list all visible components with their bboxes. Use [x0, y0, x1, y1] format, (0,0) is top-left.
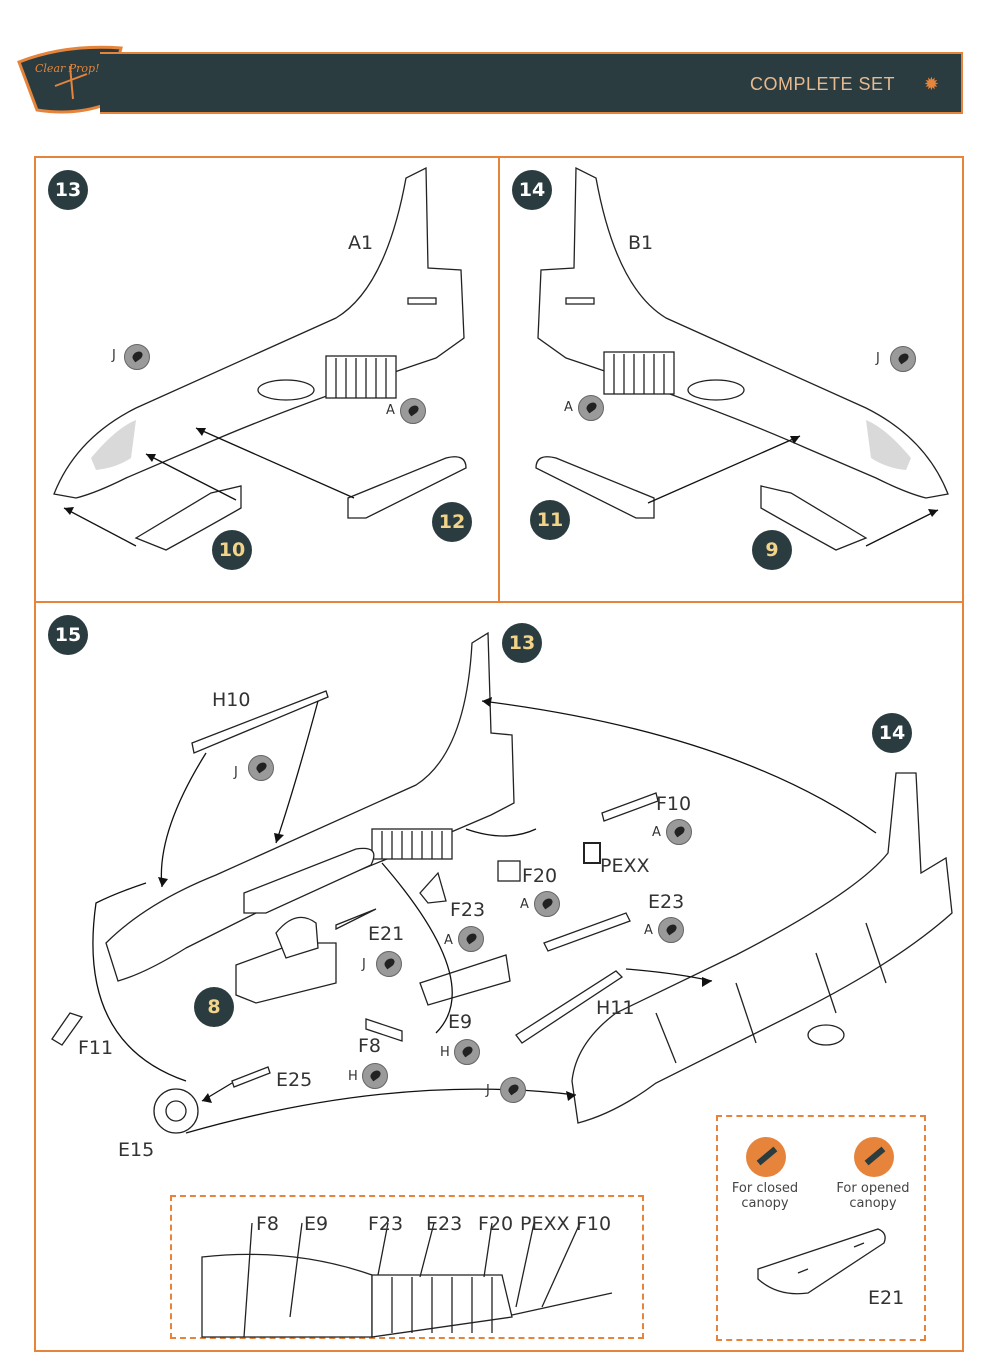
paint-letter: J [112, 348, 116, 363]
step-15-panel: 15 13 14 8 [34, 601, 964, 1352]
paint-letter: J [362, 957, 366, 972]
paint-icon [362, 1063, 388, 1089]
detail-label-f10: F10 [576, 1213, 612, 1235]
subassembly-badge-11: 11 [530, 500, 570, 540]
paint-icon [658, 917, 684, 943]
part-label-f11: F11 [78, 1037, 114, 1059]
part-label-f23: F23 [450, 899, 486, 921]
option-opened-canopy: For opened canopy [836, 1181, 910, 1211]
detail-label-e23: E23 [426, 1213, 463, 1235]
paint-letter: A [386, 403, 395, 418]
part-label-b1: B1 [628, 232, 654, 254]
paint-letter: J [876, 351, 880, 366]
part-label-h10: H10 [212, 689, 251, 711]
part-label-f8: F8 [358, 1035, 382, 1057]
cutter-icon [746, 1137, 786, 1177]
cutter-icon [854, 1137, 894, 1177]
paint-letter: J [234, 765, 238, 780]
paint-icon [890, 346, 916, 372]
subassembly-badge-9: 9 [752, 530, 792, 570]
part-label-f10: F10 [656, 793, 692, 815]
option-closed-canopy: For closed canopy [731, 1181, 799, 1211]
paint-icon [666, 819, 692, 845]
reference-badge-14: 14 [872, 713, 912, 753]
paint-icon [578, 395, 604, 421]
part-label-e21: E21 [368, 923, 405, 945]
paint-letter: J [486, 1083, 490, 1098]
fuselage-right-half-drawing [535, 166, 949, 551]
paint-icon [454, 1039, 480, 1065]
paint-letter: A [444, 933, 453, 948]
paint-letter: H [348, 1069, 358, 1084]
paint-letter: A [520, 897, 529, 912]
subassembly-badge-10: 10 [212, 530, 252, 570]
reference-badge-13: 13 [502, 623, 542, 663]
paint-icon [458, 926, 484, 952]
paint-icon [400, 398, 426, 424]
paint-icon [500, 1077, 526, 1103]
subassembly-badge-12: 12 [432, 502, 472, 542]
step-number-badge: 15 [48, 615, 88, 655]
step-number-badge: 13 [48, 170, 88, 210]
part-label-pexx: PEXX [600, 855, 650, 877]
detail-inset: F8 E9 F23 E23 F20 PEXX F10 [170, 1195, 644, 1339]
part-label-e21-inset: E21 [868, 1287, 905, 1309]
part-label-h11: H11 [596, 997, 635, 1019]
paint-icon [248, 755, 274, 781]
header-banner: COMPLETE SET ✹ [100, 52, 963, 114]
paint-letter: A [652, 825, 661, 840]
part-label-a1: A1 [348, 232, 374, 254]
detail-label-f20: F20 [478, 1213, 514, 1235]
part-label-f20: F20 [522, 865, 558, 887]
paint-icon [376, 951, 402, 977]
paint-icon [534, 891, 560, 917]
part-label-e23: E23 [648, 891, 685, 913]
step-number-badge: 14 [512, 170, 552, 210]
page-title: COMPLETE SET [749, 74, 895, 94]
paint-letter: H [440, 1045, 450, 1060]
part-label-e9: E9 [448, 1011, 473, 1033]
step-14-panel: 14 B1 J A 11 9 [498, 156, 964, 603]
detail-label-f23: F23 [368, 1213, 404, 1235]
paint-letter: A [564, 400, 573, 415]
detail-label-pexx: PEXX [520, 1213, 570, 1235]
fuselage-left-half-drawing [53, 166, 467, 551]
step-13-panel: 13 A1 J A 12 10 [34, 156, 500, 603]
part-label-e15: E15 [118, 1139, 155, 1161]
logo-text: Clear Prop! [35, 62, 100, 75]
paint-icon [124, 344, 150, 370]
gear-icon: ✹ [923, 74, 939, 95]
final-assembly-drawing [51, 631, 953, 1134]
detail-label-e9: E9 [304, 1213, 329, 1235]
paint-letter: A [644, 923, 653, 938]
detail-label-f8: F8 [256, 1213, 280, 1235]
clear-prop-logo: Clear Prop! [15, 44, 123, 116]
part-label-e25: E25 [276, 1069, 313, 1091]
canopy-options-inset: For closed canopy For opened canopy E21 [716, 1115, 926, 1341]
reference-badge-8: 8 [194, 987, 234, 1027]
